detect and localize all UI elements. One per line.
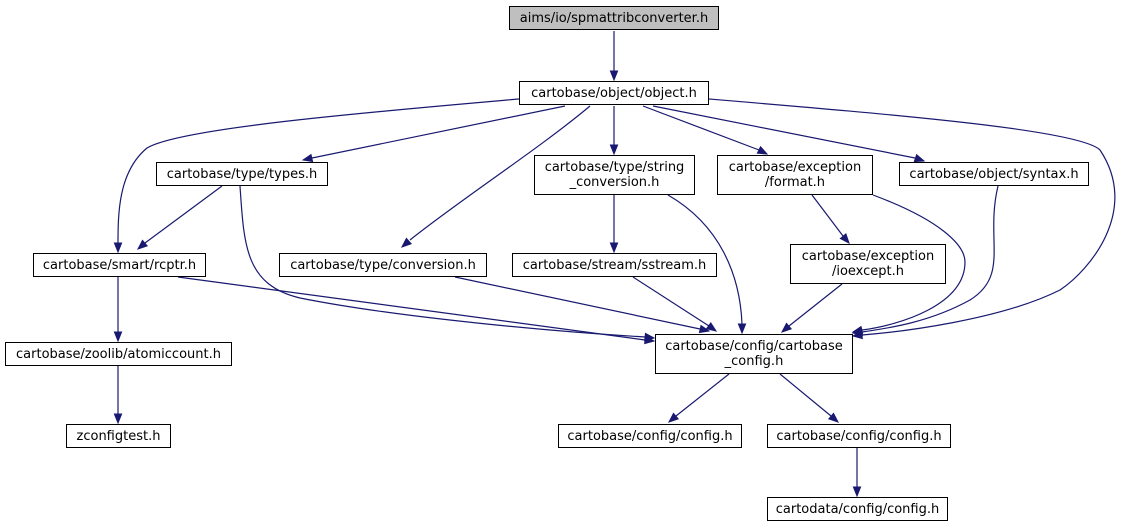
edge-config_b-to-cartodata_config bbox=[852, 448, 862, 498]
edge-sstream-to-cartobase_config bbox=[632, 276, 718, 332]
edge-arrowhead bbox=[780, 322, 793, 333]
node-exception-format-h[interactable]: cartobase/exception /format.h bbox=[717, 155, 873, 195]
edge-line bbox=[311, 105, 566, 159]
edge-line bbox=[675, 373, 730, 417]
edge-arrowhead bbox=[737, 323, 747, 335]
edge-atomiccount-to-zconfigtest bbox=[113, 366, 123, 425]
edge-line bbox=[409, 105, 591, 241]
edge-arrowhead bbox=[852, 486, 862, 498]
edge-exception_format-to-ioexcept bbox=[811, 194, 850, 245]
node-types-h[interactable]: cartobase/type/types.h bbox=[156, 162, 328, 186]
node-syntax-h[interactable]: cartobase/object/syntax.h bbox=[899, 162, 1089, 186]
node-atomiccount-h[interactable]: cartobase/zoolib/atomiccount.h bbox=[5, 342, 232, 366]
node-object-h[interactable]: cartobase/object/object.h bbox=[519, 81, 709, 105]
edge-line bbox=[652, 105, 916, 159]
node-cartobase-config-h[interactable]: cartobase/config/cartobase _config.h bbox=[655, 334, 853, 374]
node-spmattribconverter-h: aims/io/spmattribconverter.h bbox=[509, 6, 719, 30]
edge-object-to-syntax bbox=[652, 105, 926, 163]
edge-syntax-to-cartobase_config bbox=[851, 185, 999, 337]
node-ioexcept-h[interactable]: cartobase/exception /ioexcept.h bbox=[790, 244, 946, 284]
edge-cartobase_config-to-config_a bbox=[667, 373, 730, 423]
edge-string_conversion-to-sstream bbox=[609, 195, 619, 254]
edge-arrowhead bbox=[301, 153, 314, 163]
edge-arrowhead bbox=[136, 239, 149, 250]
edge-ioexcept-to-cartobase_config bbox=[780, 283, 843, 333]
edge-types-to-rcptr bbox=[136, 185, 223, 250]
edge-line bbox=[708, 98, 1116, 336]
edge-line bbox=[779, 373, 832, 417]
edge-line bbox=[811, 194, 844, 237]
edge-arrowhead bbox=[113, 413, 123, 425]
edge-arrowhead bbox=[698, 324, 711, 334]
edge-arrowhead bbox=[609, 144, 619, 156]
edge-object-to-cartobase_config bbox=[708, 98, 1116, 340]
node-config-h[interactable]: cartobase/config/config.h bbox=[767, 424, 951, 448]
edge-arrowhead bbox=[667, 412, 680, 423]
edge-arrowhead bbox=[609, 242, 619, 254]
edge-line bbox=[861, 185, 999, 333]
edge-object-to-string_conversion bbox=[609, 106, 619, 156]
edge-cartobase_config-to-config_b bbox=[779, 373, 840, 423]
edge-line bbox=[144, 185, 223, 244]
node-zconfigtest-h[interactable]: zconfigtest.h bbox=[66, 424, 171, 448]
edge-line bbox=[667, 194, 743, 325]
edge-line bbox=[177, 276, 646, 341]
edge-arrowhead bbox=[644, 335, 656, 345]
edge-conversion-to-cartobase_config bbox=[454, 276, 711, 334]
edge-line bbox=[239, 185, 646, 338]
node-sstream-h[interactable]: cartobase/stream/sstream.h bbox=[512, 253, 717, 277]
node-conversion-h[interactable]: cartobase/type/conversion.h bbox=[279, 253, 487, 277]
edge-arrowhead bbox=[851, 327, 863, 337]
node-rcptr-h[interactable]: cartobase/smart/rcptr.h bbox=[33, 253, 206, 277]
edge-rcptr-to-cartobase_config bbox=[177, 276, 656, 345]
edge-arrowhead bbox=[827, 412, 840, 423]
edge-string_conversion-to-cartobase_config bbox=[667, 194, 747, 335]
edge-arrowhead bbox=[609, 70, 619, 82]
edge-arrowhead bbox=[839, 232, 850, 245]
edge-line bbox=[788, 283, 843, 327]
edge-object-to-exception_format bbox=[642, 105, 769, 155]
edge-line bbox=[454, 276, 701, 330]
node-config-h[interactable]: cartobase/config/config.h bbox=[558, 424, 742, 448]
edge-line bbox=[632, 276, 710, 327]
edge-arrowhead bbox=[913, 153, 926, 163]
edge-root-to-object bbox=[609, 31, 619, 82]
edge-arrowhead bbox=[705, 321, 718, 332]
edge-arrowhead bbox=[400, 237, 413, 248]
edge-object-to-rcptr bbox=[113, 98, 520, 254]
edge-arrowhead bbox=[113, 331, 123, 343]
edge-rcptr-to-atomiccount bbox=[113, 277, 123, 343]
edge-object-to-conversion bbox=[400, 105, 591, 248]
node-cartodata-config-h[interactable]: cartodata/config/config.h bbox=[767, 497, 948, 521]
edge-line bbox=[117, 98, 520, 245]
edge-line bbox=[642, 105, 760, 151]
edge-object-to-types bbox=[301, 105, 566, 163]
edge-line bbox=[861, 194, 966, 331]
edge-arrowhead bbox=[756, 145, 769, 155]
node-string-conversion-h[interactable]: cartobase/type/string _conversion.h bbox=[534, 155, 695, 195]
edge-arrowhead bbox=[113, 242, 123, 254]
